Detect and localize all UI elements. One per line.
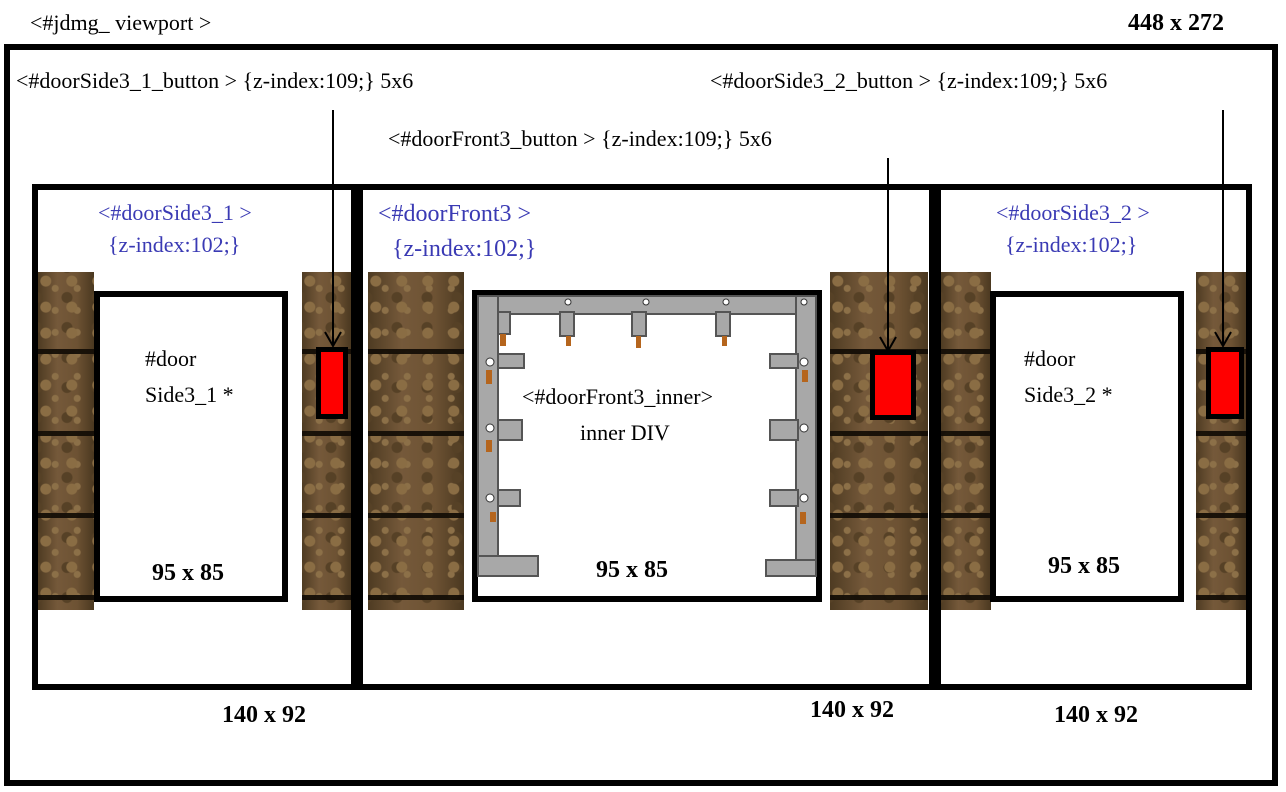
annotation-arrows bbox=[0, 0, 1286, 792]
